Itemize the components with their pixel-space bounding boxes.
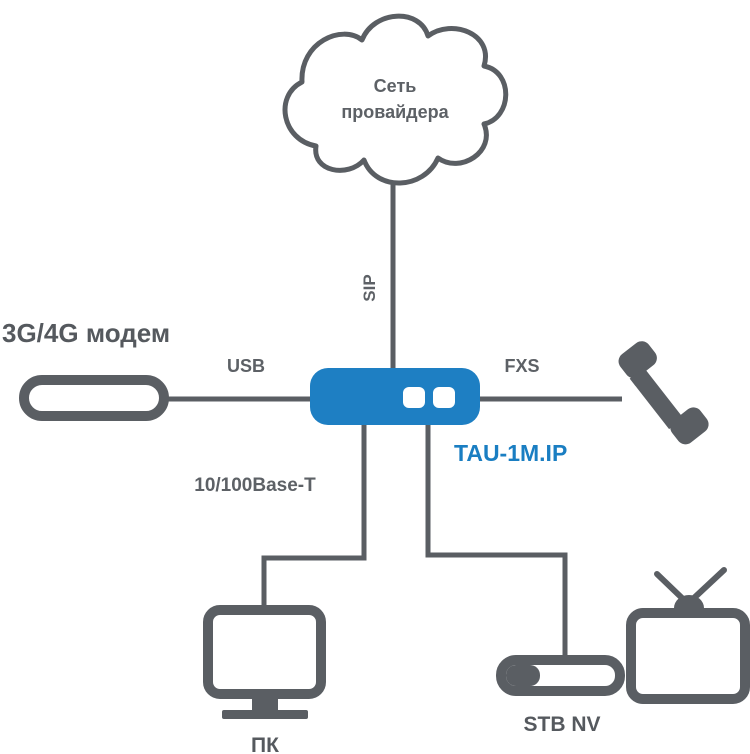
- cloud-label-line2: провайдера: [341, 102, 449, 122]
- modem-body: [19, 375, 169, 421]
- tv-screen: [626, 608, 750, 704]
- stb-device: STB NV: [496, 655, 625, 736]
- connection-lines: [160, 180, 622, 660]
- ethernet-label: 10/100Base-T: [194, 475, 316, 496]
- pc-label: ПК: [251, 734, 279, 754]
- tv-antenna-right: [691, 567, 727, 601]
- usb-label: USB: [227, 356, 265, 376]
- cloud-label-line1: Сеть: [374, 76, 417, 96]
- gateway-port-1: [403, 387, 425, 408]
- pc-stand-base: [222, 710, 308, 719]
- gateway-body: [310, 368, 480, 425]
- stb-front-panel: [506, 665, 540, 686]
- pc-link: [261, 420, 367, 608]
- phone-mouthpiece: [670, 407, 709, 445]
- gateway-device: TAU-1M.IP: [310, 368, 567, 466]
- stb-label: STB NV: [523, 713, 600, 736]
- provider-cloud: Сеть провайдера: [282, 13, 509, 186]
- modem-label: 3G/4G модем: [2, 318, 170, 348]
- tv-antenna-left: [654, 571, 685, 601]
- tv-antenna-base: [674, 595, 704, 608]
- stb-link: [425, 420, 568, 660]
- gateway-label: TAU-1M.IP: [454, 440, 567, 466]
- pc-device: ПК: [203, 605, 326, 754]
- fxs-label: FXS: [504, 356, 539, 376]
- cloud-shape: [282, 13, 509, 186]
- phone-earpiece: [618, 341, 657, 379]
- pc-stand-neck: [252, 697, 278, 713]
- pc-monitor: [203, 605, 326, 699]
- modem-device: 3G/4G модем: [2, 318, 170, 421]
- phone-handle: [629, 367, 684, 430]
- gateway-port-2: [433, 387, 455, 408]
- phone-icon: [618, 341, 709, 445]
- sip-label: SIP: [360, 274, 379, 301]
- tv-icon: [626, 567, 750, 704]
